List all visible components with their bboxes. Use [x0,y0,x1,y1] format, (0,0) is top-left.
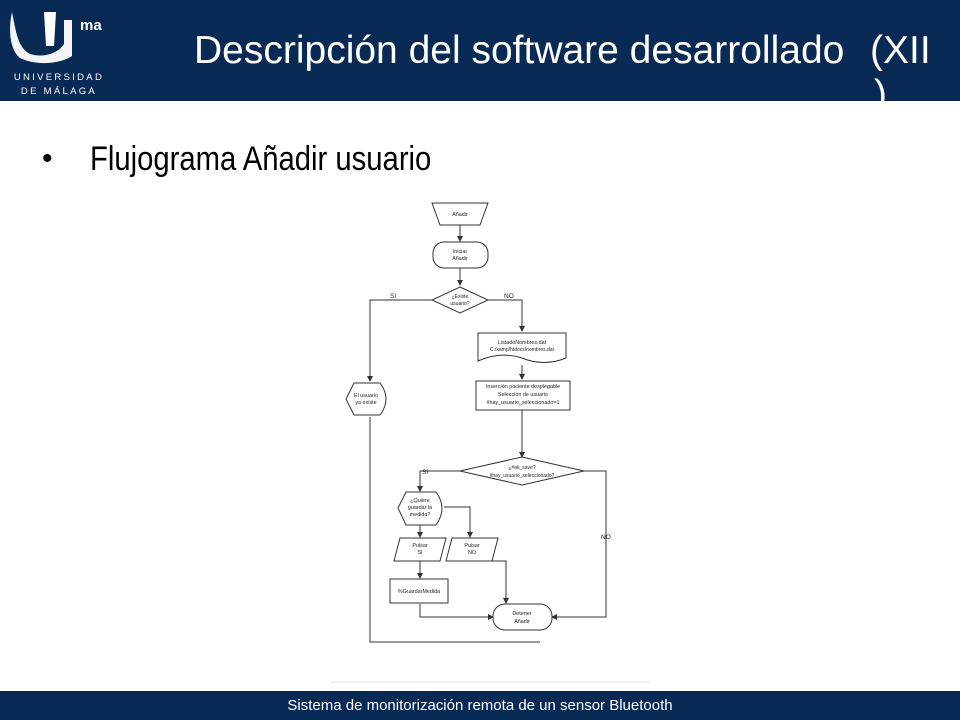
si-label-1: SI [390,293,396,300]
insert-label-1: Inserción paciente desplegable [486,384,560,390]
init-label-2: Añadir [452,256,468,262]
no-label-2: NO [601,534,611,541]
listado-label-2: C:/xamp/htdocs/nombres.dat [490,347,555,353]
exists-decision [430,286,490,314]
exists-label-1: ¿Existe [452,294,469,300]
oksave-decision [459,456,585,486]
slide-title-suffix-overflow: ) [874,73,887,101]
pulsar-no-label-1: Pulsar [464,543,479,549]
no-label-1: NO [504,293,514,300]
start-node [431,202,489,226]
slide-footer: Sistema de monitorización remota de un s… [0,691,960,720]
slide-title: Descripción del software desarrollado [194,29,845,72]
quiere-label-1: ¿Quiere [410,498,429,504]
slide-header: ma UNIVERSIDAD DE MÁLAGA Descripción del… [0,0,960,101]
listado-label-1: ListadoNombres.dat [498,340,547,346]
pulsar-no-node [445,537,499,562]
logo-ma: ma [80,17,102,34]
footer-text: Sistema de monitorización remota de un s… [287,697,673,714]
quiere-label-2: guardar la [408,505,432,511]
guardar-node [389,578,449,604]
university-logo: ma UNIVERSIDAD DE MÁLAGA [0,0,118,101]
pulsar-si-node [393,537,447,562]
bullet-heading: Flujograma Añadir usuario [90,140,432,178]
listado-node [477,332,567,363]
oksave-label-1: ¿#ok_save? [508,465,535,471]
bullet-marker: • [42,142,53,175]
exists-label-2: usuario? [450,301,469,307]
detener-label-1: Detener [512,611,531,617]
detener-label-2: Añadir [514,619,530,625]
init-node [432,241,489,269]
user-exists-label-1: El usuario [354,393,378,399]
pulsar-si-label-2: SI [417,550,422,556]
flowchart-diagram: Añadir Iniciar Añadir ¿Existe usuario? L… [330,202,650,683]
insert-label-3: #hay_usuario_seleccionado=1 [487,400,560,406]
insert-node [475,380,571,411]
init-label-1: Iniciar [453,249,468,255]
pulsar-no-label-2: NO [468,550,476,556]
logo-line1: UNIVERSIDAD [14,72,104,83]
user-exists-node [345,382,387,416]
detener-node [492,603,553,631]
start-label: Añadir [452,212,468,218]
insert-label-2: Selección de usuario [498,392,548,398]
quiere-label-3: medida? [410,512,431,518]
logo-line2: DE MÁLAGA [21,86,97,97]
slide-title-suffix: (XII [870,29,931,72]
quiere-node [397,491,443,526]
oksave-label-2: #hay_usuario_seleccionado? [490,473,555,479]
si-label-2: SI [422,469,428,476]
pulsar-si-label-1: Pulsar [412,543,427,549]
guardar-label: %GuardarMedida [398,589,440,595]
user-exists-label-2: ya existe [355,400,376,406]
